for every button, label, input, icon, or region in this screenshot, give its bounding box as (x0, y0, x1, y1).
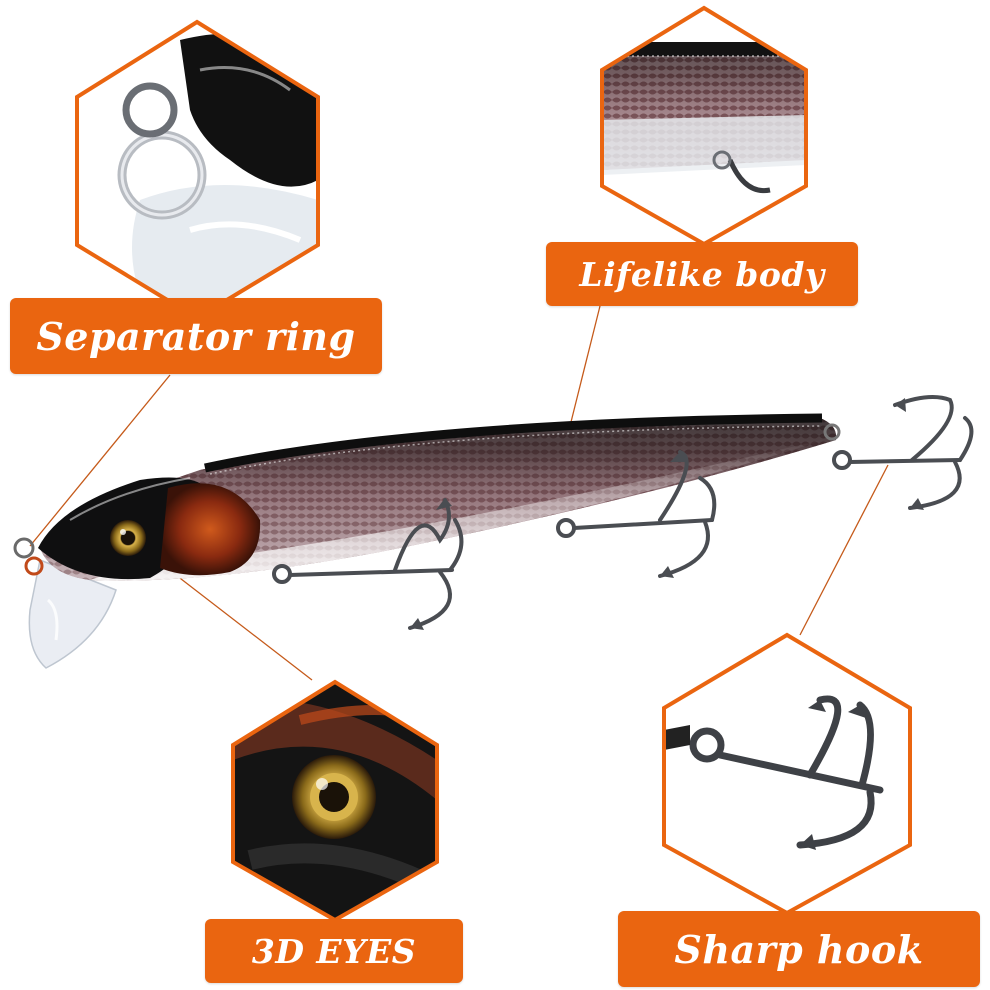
label-separator-ring-text: Separator ring (36, 313, 356, 359)
label-lifelike-body: Lifelike body (546, 242, 858, 306)
label-lifelike-body-text: Lifelike body (579, 254, 825, 294)
label-separator-ring: Separator ring (10, 298, 382, 374)
lure-main (13, 413, 841, 669)
hex-closeup-3d-eyes (231, 679, 439, 923)
label-3d-eyes-text: 3D EYES (251, 931, 417, 971)
label-sharp-hook-text: Sharp hook (674, 926, 924, 972)
hex-closeup-sharp-hook (662, 632, 912, 916)
hook-barbs (410, 398, 924, 630)
treble-hooks (272, 394, 974, 630)
hex-closeup-separator-ring (75, 19, 320, 321)
label-3d-eyes: 3D EYES (205, 919, 463, 983)
hex-closeup-lifelike-body (600, 5, 808, 247)
label-sharp-hook: Sharp hook (618, 911, 980, 987)
